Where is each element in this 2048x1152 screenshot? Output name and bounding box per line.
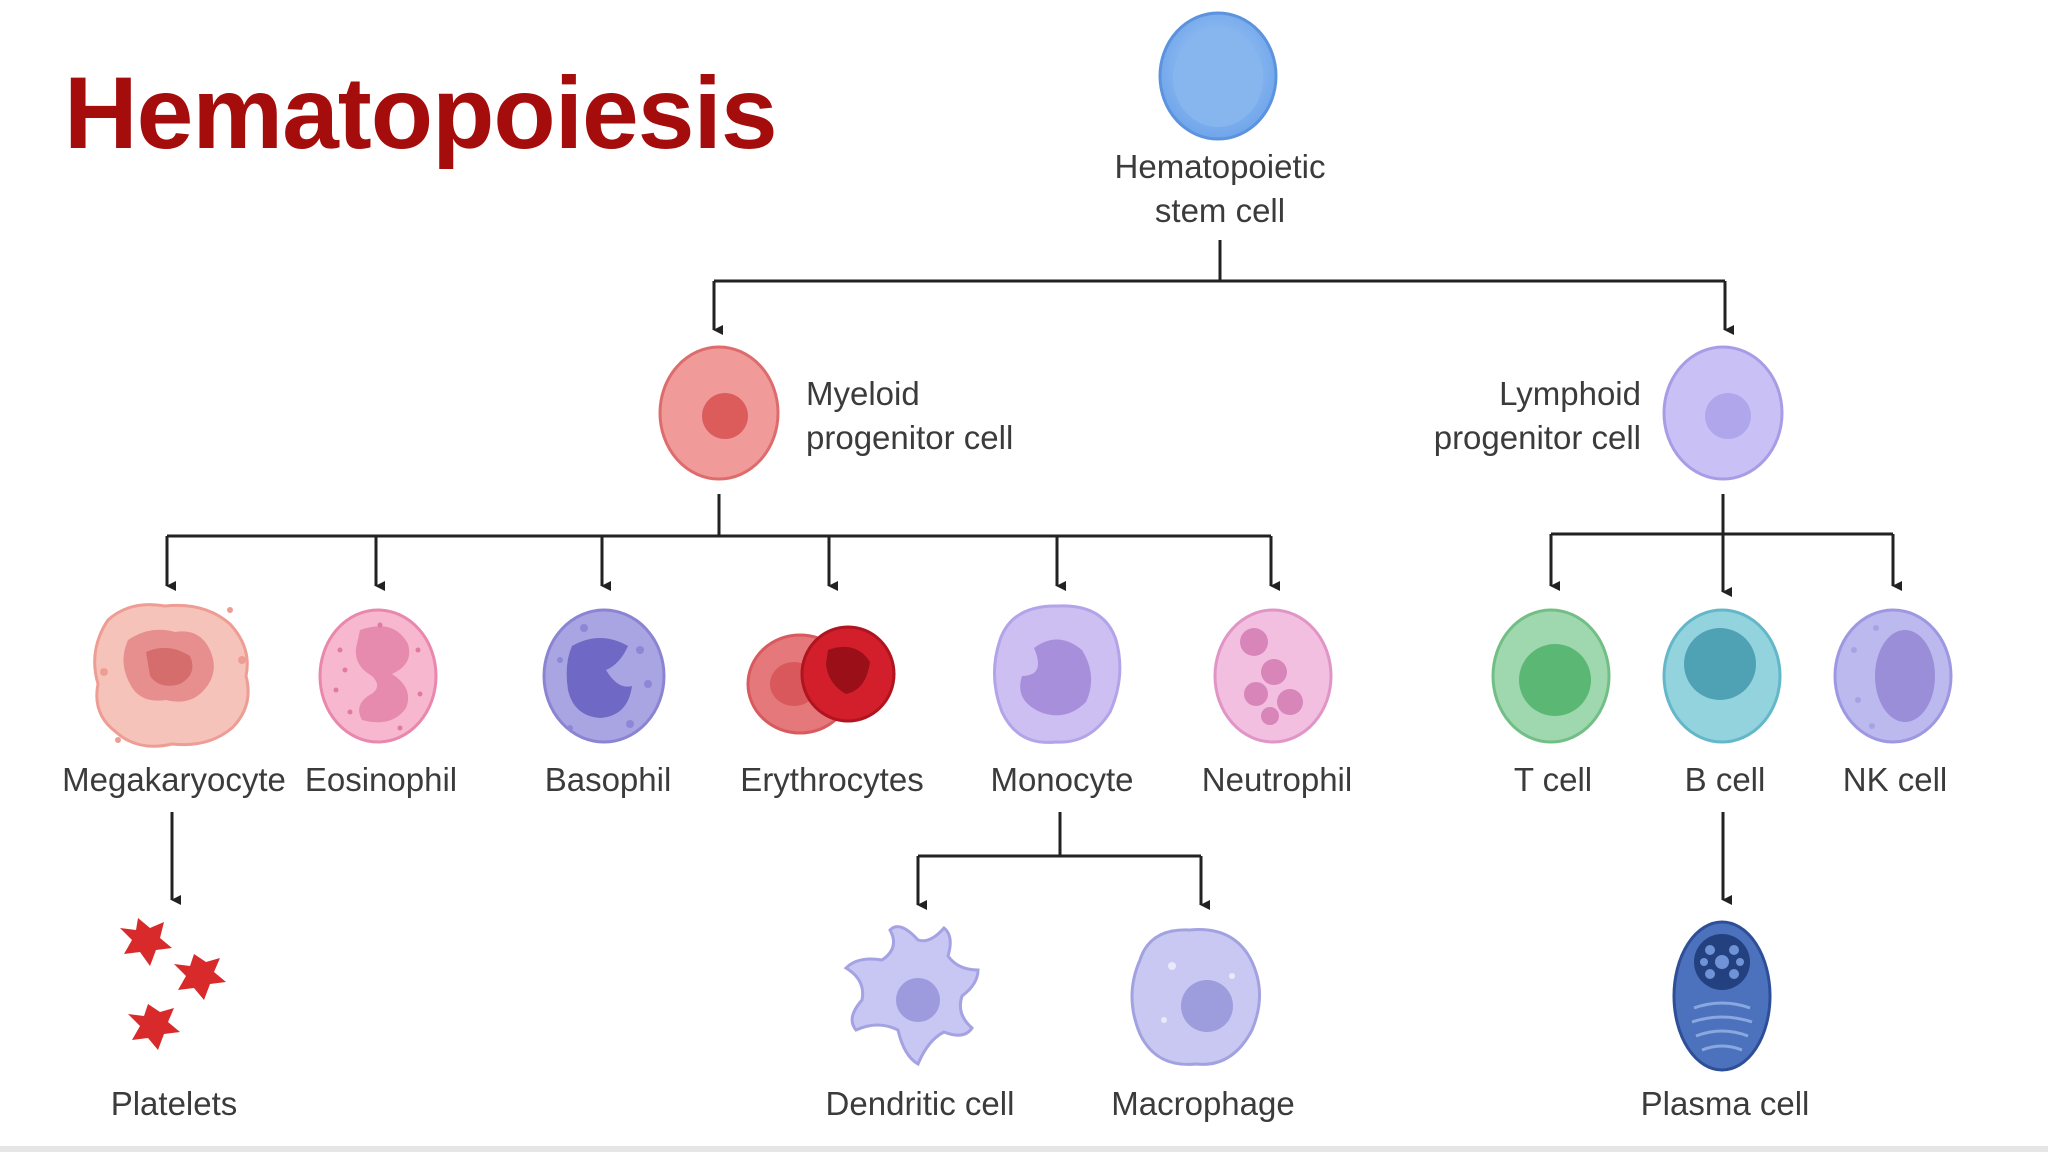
- platelets-icon: [120, 918, 226, 1050]
- dendritic-cell-label: Dendritic cell: [825, 1085, 1015, 1122]
- platelets-label: Platelets: [110, 1085, 238, 1122]
- eosinophil-label: Eosinophil: [304, 761, 458, 798]
- nk-cell-icon: [1833, 608, 1953, 744]
- erythrocytes-label: Erythrocytes: [740, 761, 924, 798]
- myeloid-label-line2: progenitor cell: [806, 419, 1014, 456]
- connectors: [165, 240, 1902, 910]
- myeloid-progenitor-icon: [658, 345, 780, 481]
- macrophage-icon: [1130, 928, 1262, 1066]
- myeloid-label-line1: Myeloid: [806, 375, 920, 412]
- monocyte-label: Monocyte: [990, 761, 1134, 798]
- macrophage-label: Macrophage: [1111, 1085, 1295, 1122]
- dendritic-cell-icon: [843, 925, 980, 1067]
- neutrophil-label: Neutrophil: [1201, 761, 1353, 798]
- stem-cell-label: Hematopoietic stem cell: [1115, 145, 1326, 233]
- eosinophil-icon: [318, 608, 438, 744]
- lymphoid-progenitor-label: Lymphoid progenitor cell: [1434, 372, 1641, 460]
- lymphoid-label-line1: Lymphoid: [1499, 375, 1641, 412]
- neutrophil-icon: [1213, 608, 1333, 744]
- t-cell-label: T cell: [1513, 761, 1593, 798]
- t-cell-icon: [1491, 608, 1611, 744]
- plasma-cell-icon: [1672, 920, 1772, 1072]
- megakaryocyte-label: Megakaryocyte: [62, 761, 286, 798]
- nk-cell-label: NK cell: [1842, 761, 1948, 798]
- basophil-label: Basophil: [544, 761, 672, 798]
- stem-cell-label-line2: stem cell: [1154, 192, 1286, 229]
- stem-cell-icon: [1158, 11, 1278, 141]
- b-cell-icon: [1662, 608, 1782, 744]
- megakaryocyte-icon: [93, 603, 250, 748]
- bottom-divider: [0, 1146, 2048, 1152]
- b-cell-label: B cell: [1684, 761, 1766, 798]
- plasma-cell-label: Plasma cell: [1640, 1085, 1810, 1122]
- lymphoid-label-line2: progenitor cell: [1433, 419, 1641, 456]
- monocyte-icon: [992, 604, 1122, 744]
- basophil-icon: [542, 608, 666, 744]
- diagram-title: Hematopoiesis: [64, 56, 778, 170]
- erythrocytes-icon: [746, 625, 896, 735]
- stem-cell-label-line1: Hematopoietic: [1114, 148, 1326, 185]
- myeloid-progenitor-label: Myeloid progenitor cell: [806, 372, 1013, 460]
- lymphoid-progenitor-icon: [1662, 345, 1784, 481]
